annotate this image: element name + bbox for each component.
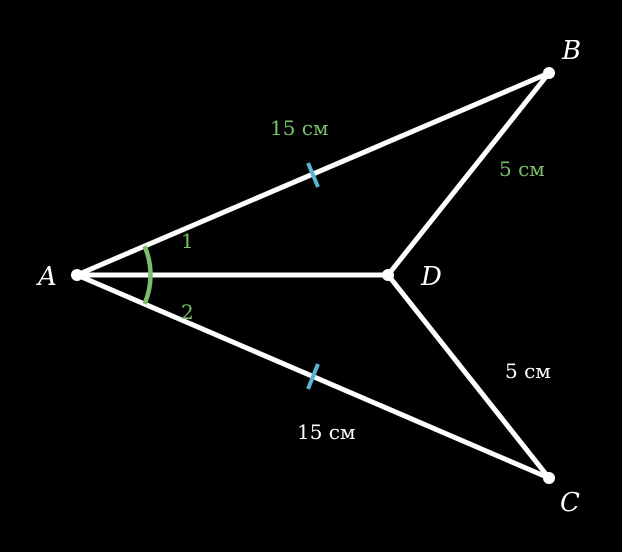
label-c: C	[560, 488, 580, 518]
angle-arc-a	[142, 245, 153, 305]
angle-label-2: 2	[181, 300, 194, 324]
length-label-bd: 5 см	[499, 157, 545, 181]
tick-mark-ab	[306, 162, 320, 188]
label-b: B	[561, 36, 581, 66]
segment-bd	[385, 70, 552, 278]
vertex-b	[543, 67, 555, 79]
label-d: D	[420, 262, 442, 292]
segment-cd	[385, 272, 552, 481]
tick-mark-ac	[306, 363, 320, 390]
vertex-c	[543, 472, 555, 484]
vertex-d	[382, 269, 394, 281]
vertex-a	[71, 269, 83, 281]
label-a: A	[36, 262, 57, 292]
length-label-cd: 5 см	[505, 359, 551, 383]
length-label-ac: 15 см	[297, 420, 356, 444]
angle-label-1: 1	[181, 229, 194, 253]
length-label-ab: 15 см	[270, 116, 329, 140]
